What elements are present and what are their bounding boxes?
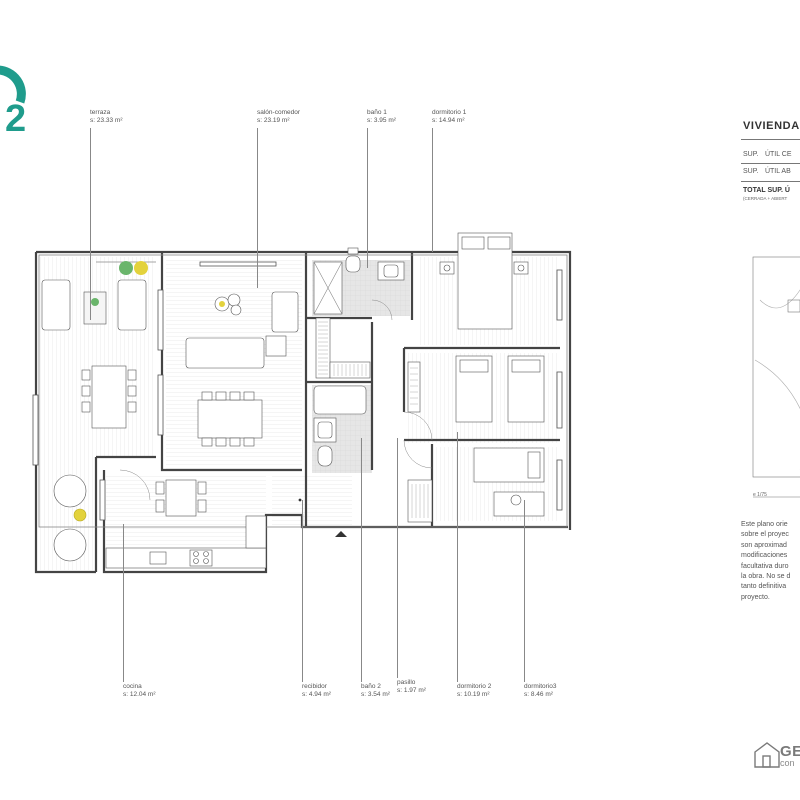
leader-line bbox=[397, 438, 398, 678]
room-name: cocina bbox=[123, 683, 142, 690]
page-title: VIVIENDA bbox=[743, 120, 800, 132]
leader-line bbox=[257, 128, 258, 288]
surface-label: ÚTIL CE bbox=[764, 151, 792, 158]
room-name: baño 1 bbox=[367, 109, 387, 116]
room-name: baño 2 bbox=[361, 683, 381, 690]
room-name: pasillo bbox=[397, 679, 416, 686]
brand-name: GE bbox=[780, 743, 800, 760]
surface-prefix: SUP. bbox=[743, 168, 759, 175]
room-label-recibidor: recibidor s: 4.94 m² bbox=[302, 683, 331, 699]
total-surface-label: TOTAL SUP. Ú bbox=[743, 187, 790, 194]
leader-line bbox=[90, 128, 91, 320]
surface-label: ÚTIL AB bbox=[764, 168, 791, 175]
terrace-furniture bbox=[41, 279, 147, 562]
brand-house-icon bbox=[754, 742, 780, 768]
plant-icon bbox=[91, 261, 148, 306]
note-line: Este plano orie bbox=[741, 521, 788, 528]
room-area: s: 14.94 m² bbox=[432, 117, 465, 124]
room-label-dormitorio2: dormitorio 2 s: 10.19 m² bbox=[457, 683, 491, 699]
surface-row-closed: SUP. ÚTIL CE bbox=[743, 151, 792, 158]
room-area: s: 10.19 m² bbox=[457, 691, 490, 698]
room-label-dormitorio3: dormitorio3 s: 8.46 m² bbox=[524, 683, 557, 699]
door-swings bbox=[119, 299, 433, 501]
note-line: facultativa duro bbox=[741, 562, 789, 570]
wardrobe-hatch bbox=[318, 321, 429, 518]
kitchen-furniture bbox=[105, 479, 267, 569]
room-marker bbox=[298, 498, 302, 502]
logo-number: 2 bbox=[5, 98, 26, 140]
leader-line bbox=[123, 524, 124, 682]
room-area: s: 1.97 m² bbox=[397, 687, 426, 694]
note-line: proyecto. bbox=[741, 593, 770, 601]
room-area: s: 23.19 m² bbox=[257, 117, 290, 124]
bath-fixtures bbox=[313, 247, 405, 467]
room-label-dormitorio1: dormitorio 1 s: 14.94 m² bbox=[432, 109, 466, 125]
surface-row-open: SUP. ÚTIL AB bbox=[743, 168, 791, 175]
room-name: salón-comedor bbox=[257, 109, 300, 116]
divider bbox=[741, 181, 800, 182]
divider bbox=[741, 163, 800, 164]
plant-icon bbox=[219, 301, 225, 307]
room-label-salon: salón-comedor s: 23.19 m² bbox=[257, 109, 300, 125]
leader-line bbox=[367, 128, 368, 268]
room-name: dormitorio 1 bbox=[432, 109, 467, 116]
room-name: recibidor bbox=[302, 683, 327, 690]
brand-subtitle: con bbox=[780, 758, 795, 768]
leader-line bbox=[361, 438, 362, 682]
room-area: s: 12.04 m² bbox=[123, 691, 156, 698]
room-label-terraza: terraza s: 23.33 m² bbox=[90, 109, 123, 125]
note-line: sobre el proyec bbox=[741, 531, 789, 539]
hall-floor bbox=[272, 473, 352, 525]
room-name: dormitorio 2 bbox=[457, 683, 492, 690]
key-plan bbox=[752, 256, 800, 498]
living-furniture bbox=[185, 291, 299, 447]
room-area: s: 23.33 m² bbox=[90, 117, 123, 124]
room-area: s: 3.95 m² bbox=[367, 117, 396, 124]
note-line: modificaciones bbox=[741, 552, 788, 560]
divider bbox=[741, 139, 800, 140]
room-label-cocina: cocina s: 12.04 m² bbox=[123, 683, 156, 699]
room-label-bano2: baño 2 s: 3.54 m² bbox=[361, 683, 390, 699]
leader-line bbox=[302, 500, 303, 682]
bedroom-furniture bbox=[439, 232, 545, 517]
note-line: tanto definitiva bbox=[741, 583, 787, 591]
windows bbox=[32, 261, 563, 521]
room-area: s: 3.54 m² bbox=[361, 691, 390, 698]
note-line: son aproximad bbox=[741, 541, 787, 549]
room-label-bano1: baño 1 s: 3.95 m² bbox=[367, 109, 396, 125]
leader-line bbox=[457, 432, 458, 682]
leader-line bbox=[524, 500, 525, 682]
leader-line bbox=[432, 128, 433, 252]
total-surface-sublabel: (CERRADA + ABIERT bbox=[743, 196, 788, 201]
scale-label: e 1/75 bbox=[753, 492, 767, 498]
room-area: s: 8.46 m² bbox=[524, 691, 553, 698]
room-name: dormitorio3 bbox=[524, 683, 557, 690]
room-name: terraza bbox=[90, 109, 111, 116]
room-label-pasillo: pasillo s: 1.97 m² bbox=[397, 679, 426, 695]
brand-logo-icon: 2 bbox=[0, 65, 26, 140]
surface-prefix: SUP. bbox=[743, 151, 759, 158]
entrance-arrow-icon bbox=[335, 531, 347, 537]
room-area: s: 4.94 m² bbox=[302, 691, 331, 698]
note-line: la obra. No se d bbox=[741, 573, 791, 581]
disclaimer-note: Este plano orie sobre el proyec son apro… bbox=[741, 520, 800, 603]
